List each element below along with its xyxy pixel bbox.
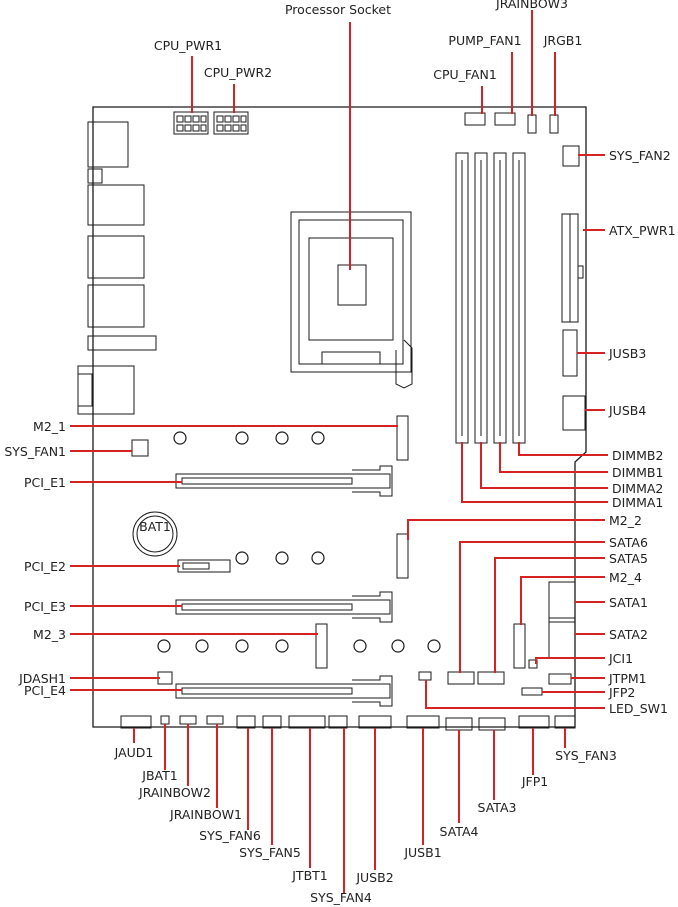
label-dimmb2: DIMMB2 (612, 448, 663, 463)
label-jrainbow2: JRAINBOW2 (138, 785, 211, 800)
label-cpu-pwr2: CPU_PWR2 (204, 65, 272, 80)
sys-fan1-header (131, 439, 149, 457)
label-jrainbow3: JRAINBOW3 (495, 0, 568, 11)
label-jtpm1: JTPM1 (608, 671, 647, 686)
sata5-port (477, 671, 505, 685)
label-jaud1: JAUD1 (114, 745, 154, 760)
jfp2-header (521, 687, 543, 696)
jrainbow3-header (527, 114, 537, 134)
label-pci-e4: PCI_E4 (24, 683, 66, 698)
sys-fan5-header (262, 715, 282, 729)
label-pci-e1: PCI_E1 (24, 475, 66, 490)
cpu-pwr1-connector (173, 111, 209, 135)
label-sata5: SATA5 (609, 551, 648, 566)
label-sata1: SATA1 (609, 595, 648, 610)
pci-e1-slot (175, 465, 393, 497)
label-sys-fan1: SYS_FAN1 (4, 444, 66, 459)
cpu-fan1-header (464, 112, 486, 126)
label-jdash1: JDASH1 (18, 671, 66, 686)
label-jusb3: JUSB3 (608, 346, 646, 361)
label-m2-2: M2_2 (609, 513, 642, 528)
pci-e3-slot (175, 591, 393, 623)
label-jrainbow1: JRAINBOW1 (169, 807, 242, 822)
label-jusb1: JUSB1 (403, 845, 441, 860)
sys-fan2-header (562, 145, 580, 167)
jusb1-header (406, 715, 440, 729)
label-atx-pwr1: ATX_PWR1 (609, 223, 676, 238)
sata1-port (548, 581, 576, 623)
m2-3-slot (315, 623, 328, 669)
jrgb1-header (549, 114, 559, 134)
pump-fan1-header (494, 112, 516, 126)
jusb4-header (562, 395, 586, 431)
jtbt1-header (288, 715, 326, 729)
label-m2-4: M2_4 (609, 570, 642, 585)
jtpm1-header (548, 673, 572, 685)
label-jusb4: JUSB4 (608, 403, 646, 418)
label-sys-fan2: SYS_FAN2 (609, 148, 671, 163)
jrainbow2-header (179, 715, 197, 725)
label-sys-fan4: SYS_FAN4 (310, 890, 372, 905)
mounting-holes (157, 431, 441, 653)
label-jfp1: JFP1 (521, 774, 548, 789)
label-pci-e2: PCI_E2 (24, 559, 66, 574)
m2-4-slot (513, 623, 526, 669)
label-sata6: SATA6 (609, 535, 648, 550)
label-dimmb1: DIMMB1 (612, 465, 663, 480)
jbat1-header (160, 715, 170, 725)
rear-io (77, 121, 157, 415)
label-cpu-pwr1: CPU_PWR1 (154, 38, 222, 53)
sata4-port (445, 717, 473, 731)
jfp1-header (518, 715, 550, 729)
label-m2-1: M2_1 (33, 419, 66, 434)
label-cpu-fan1: CPU_FAN1 (433, 67, 497, 82)
bottom-headers (120, 715, 576, 731)
leader-lines (70, 10, 608, 893)
label-jusb2: JUSB2 (355, 870, 393, 885)
m2-1-slot (396, 415, 409, 461)
label-dimma1: DIMMA1 (612, 495, 663, 510)
label-sys-fan3: SYS_FAN3 (555, 748, 617, 763)
atx-pwr1-connector (561, 213, 584, 323)
label-m2-3: M2_3 (33, 627, 66, 642)
label-sys-fan5: SYS_FAN5 (239, 845, 301, 860)
jusb3-header (562, 329, 578, 377)
label-led-sw1: LED_SW1 (609, 701, 668, 716)
pci-e2-slot (177, 559, 231, 573)
sata6-port (447, 671, 475, 685)
label-processor-socket: Processor Socket (285, 2, 391, 17)
label-jtbt1: JTBT1 (291, 868, 328, 883)
jaud1-header (120, 715, 152, 729)
label-jrgb1: JRGB1 (543, 33, 583, 48)
sata3-port (478, 717, 506, 731)
jusb2-header (358, 715, 392, 729)
cpu-pwr2-connector (213, 111, 249, 135)
sys-fan4-header (328, 715, 348, 729)
pci-e4-slot (175, 675, 393, 707)
label-sys-fan6: SYS_FAN6 (199, 828, 261, 843)
jdash1-header (157, 671, 173, 685)
labels: Processor Socket JRAINBOW3 PUMP_FAN1 JRG… (4, 0, 675, 905)
led-sw1-switch (418, 671, 432, 681)
jrainbow1-header (206, 715, 224, 725)
label-jci1: JCI1 (608, 651, 633, 666)
sata2-port (548, 617, 576, 659)
label-jbat1: JBAT1 (141, 768, 177, 783)
label-dimma2: DIMMA2 (612, 481, 663, 496)
board-outline (92, 106, 587, 728)
label-sata3: SATA3 (478, 800, 517, 815)
label-pump-fan1: PUMP_FAN1 (448, 33, 521, 48)
label-sata2: SATA2 (609, 627, 648, 642)
sys-fan3-header (554, 715, 576, 729)
label-sata4: SATA4 (440, 824, 479, 839)
sys-fan6-header (236, 715, 256, 729)
battery: BAT1 (132, 511, 178, 557)
m2-2-slot (396, 533, 409, 579)
dimm-slots (455, 152, 526, 444)
label-jfp2: JFP2 (608, 685, 635, 700)
cpu-socket (290, 211, 413, 389)
label-pci-e3: PCI_E3 (24, 599, 66, 614)
battery-label: BAT1 (139, 519, 171, 534)
